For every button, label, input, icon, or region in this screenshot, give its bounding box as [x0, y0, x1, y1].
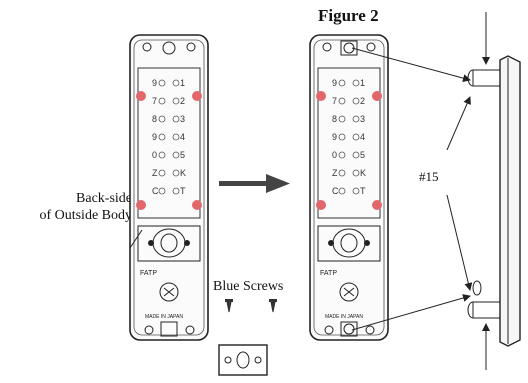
left-keypad-key-left: 0	[152, 150, 157, 160]
left-keypad-key-hole	[158, 187, 166, 195]
right-keypad-key-hole	[338, 79, 346, 87]
right-keypad-key-hole	[352, 151, 360, 159]
right-keypad-key-left: C	[332, 186, 339, 196]
right-keypad-key-left: 8	[332, 114, 337, 124]
left-keypad-key-left: C	[152, 186, 159, 196]
right-keypad-key-left: 9	[332, 78, 337, 88]
left-keypad-key-right: 3	[180, 114, 185, 124]
right-keypad-key-left: Z	[332, 168, 338, 178]
blue-screws-caption: Blue Screws	[213, 279, 284, 294]
left-keypad-key-right: K	[180, 168, 186, 178]
right-keypad-key-hole	[338, 97, 346, 105]
left-keypad-key-right: T	[180, 186, 186, 196]
right-red-dot-bottom-right	[372, 200, 382, 210]
mounting-bracket	[218, 344, 268, 376]
left-model-mark: FATP	[140, 270, 157, 277]
left-keypad-key-hole	[172, 169, 180, 177]
back-side-caption-line2: of Outside Body	[39, 208, 132, 223]
right-keypad-key-left: 7	[332, 96, 337, 106]
right-keypad-key-right: T	[360, 186, 366, 196]
right-model-mark: FATP	[320, 270, 337, 277]
right-keypad-key-hole	[352, 187, 360, 195]
right-keypad-key-hole	[338, 115, 346, 123]
left-keypad-key-hole	[158, 79, 166, 87]
left-origin-mark: MADE IN JAPAN	[145, 314, 183, 320]
direction-arrow	[219, 174, 290, 193]
right-keypad-key-hole	[352, 97, 360, 105]
left-keypad-key-left: 9	[152, 132, 157, 142]
right-keypad-key-hole	[352, 79, 360, 87]
left-keypad-key-hole	[158, 115, 166, 123]
left-keypad-key-hole	[172, 79, 180, 87]
left-keypad-key-hole	[158, 169, 166, 177]
back-plate	[499, 55, 521, 347]
left-keypad-key-hole	[158, 133, 166, 141]
left-keypad-key-left: 8	[152, 114, 157, 124]
left-red-dot-bottom-left	[136, 200, 146, 210]
right-keypad: 9 1 7 2 8 3 9 4 0 5Z K C T	[332, 78, 366, 196]
left-keypad-key-left: Z	[152, 168, 158, 178]
right-keypad-key-hole	[352, 169, 360, 177]
right-keypad-key-hole	[338, 187, 346, 195]
right-keypad-key-hole	[338, 151, 346, 159]
left-red-dot-bottom-right	[192, 200, 202, 210]
right-keypad-key-right: 2	[360, 96, 365, 106]
right-keypad-key-left: 9	[332, 132, 337, 142]
figure-title: Figure 2	[318, 6, 379, 25]
right-keypad-key-right: 5	[360, 150, 365, 160]
left-red-dot-top-right	[192, 91, 202, 101]
right-keypad-key-hole	[352, 133, 360, 141]
left-keypad-key-right: 5	[180, 150, 185, 160]
right-keypad-key-left: 0	[332, 150, 337, 160]
left-keypad-key-right: 1	[180, 78, 185, 88]
left-keypad-key-hole	[172, 133, 180, 141]
blue-screw-right	[269, 299, 277, 313]
left-keypad-key-hole	[172, 115, 180, 123]
mounting-standoffs	[467, 12, 504, 370]
right-keypad-key-hole	[338, 133, 346, 141]
left-keypad-key-hole	[158, 151, 166, 159]
right-origin-mark: MADE IN JAPAN	[325, 314, 363, 320]
blue-screw-left	[225, 299, 233, 313]
right-red-dot-top-right	[372, 91, 382, 101]
left-keypad-key-hole	[172, 187, 180, 195]
left-keypad-key-hole	[158, 97, 166, 105]
left-keypad-key-left: 7	[152, 96, 157, 106]
left-keypad-key-right: 4	[180, 132, 185, 142]
right-keypad-key-right: K	[360, 168, 366, 178]
left-keypad: 9 1 7 2 8 3 9 4 0 5Z K C T	[152, 78, 186, 196]
left-keypad-key-right: 2	[180, 96, 185, 106]
right-keypad-key-right: 1	[360, 78, 365, 88]
left-red-dot-top-left	[136, 91, 146, 101]
left-keypad-key-hole	[172, 97, 180, 105]
back-side-caption-line1: Back-side	[76, 191, 132, 206]
right-keypad-key-right: 3	[360, 114, 365, 124]
left-keypad-key-left: 9	[152, 78, 157, 88]
right-red-dot-top-left	[316, 91, 326, 101]
part-number-label: #15	[419, 169, 439, 184]
left-outside-body-panel: 9 1 7 2 8 3 9 4 0 5Z K C T FATP MADE IN JAPAN	[129, 34, 209, 341]
back-side-caption: Back-side of Outside Body	[14, 190, 132, 224]
right-keypad-key-hole	[352, 115, 360, 123]
right-outside-body-panel: 9 1 7 2 8 3 9 4 0 5Z K C T FATP MADE IN JAPAN	[309, 34, 389, 341]
right-red-dot-bottom-left	[316, 200, 326, 210]
right-keypad-key-hole	[338, 169, 346, 177]
right-keypad-key-right: 4	[360, 132, 365, 142]
left-keypad-key-hole	[172, 151, 180, 159]
leader-arrows	[351, 47, 473, 331]
